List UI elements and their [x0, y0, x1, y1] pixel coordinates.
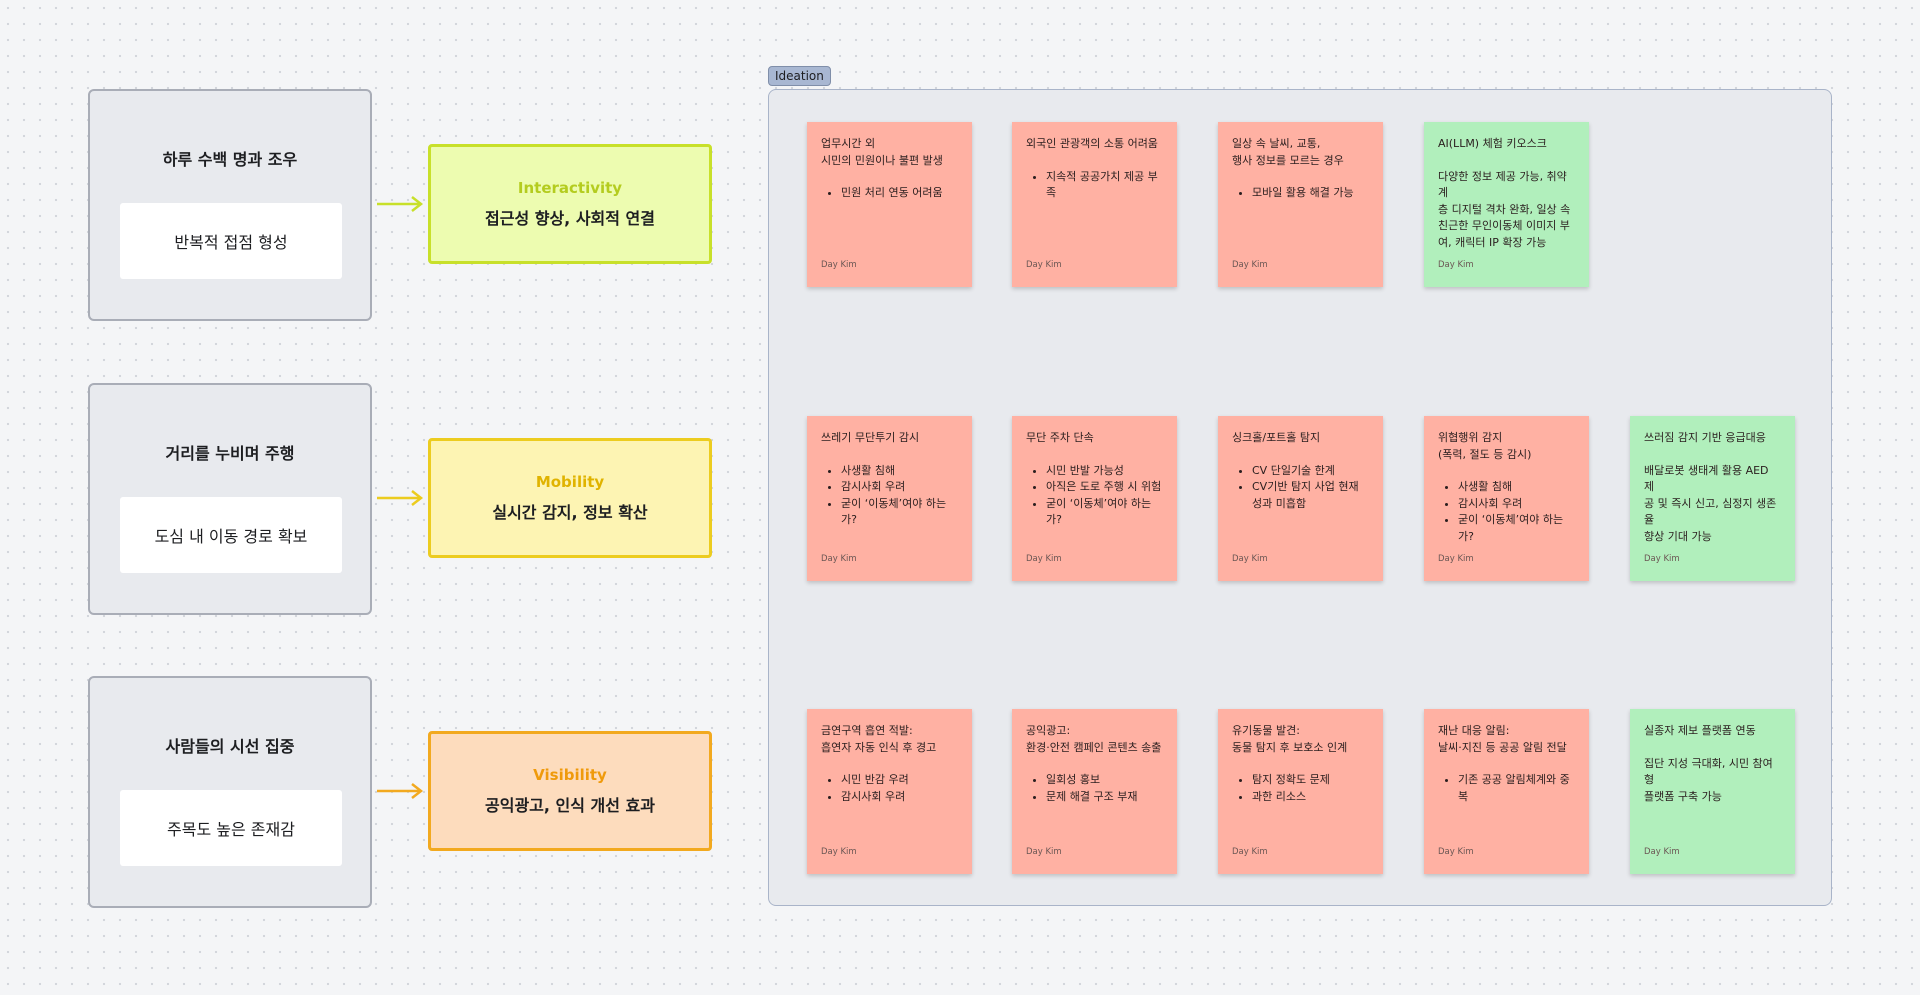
frame-inner-card[interactable]: 주목도 높은 존재감	[120, 790, 342, 866]
sticky-body: 다양한 정보 제공 가능, 취약계 층 디지털 격차 완화, 일상 속 친근한 …	[1438, 169, 1571, 249]
sticky-author: Day Kim	[1232, 846, 1268, 857]
sticky-author: Day Kim	[821, 553, 857, 564]
sticky-author: Day Kim	[1026, 846, 1062, 857]
sticky-note[interactable]: 쓰레기 무단투기 감시사생활 침해감시사회 우려굳이 ‘이동체’여야 하는가? D…	[807, 416, 972, 581]
sticky-bullet: 지속적 공공가치 제공 부족	[1046, 169, 1163, 202]
sticky-bullet: 감시사회 우려	[841, 789, 958, 806]
sticky-bullet: 일회성 홍보	[1046, 772, 1163, 789]
category-description: 공익광고, 인식 개선 효과	[485, 796, 655, 815]
sticky-bullet: 사생활 침해	[1458, 479, 1575, 496]
sticky-bullet-list: 시민 반발 가능성아직은 도로 주행 시 위험굳이 ‘이동체’여야 하는가?	[1026, 463, 1163, 529]
sticky-title: 유기동물 발견: 동물 탐지 후 보호소 인계	[1232, 724, 1348, 754]
sticky-bullet-list: 사생활 침해감시사회 우려굳이 ‘이동체’여야 하는가?	[1438, 479, 1575, 545]
frame-inner-card[interactable]: 반복적 접점 형성	[120, 203, 342, 279]
sticky-bullet: 굳이 ‘이동체’여야 하는가?	[1046, 496, 1163, 529]
sticky-title: 위협행위 감지 (폭력, 절도 등 감시)	[1438, 431, 1532, 461]
sticky-title: 실종자 제보 플랫폼 연동	[1644, 724, 1756, 737]
sticky-note[interactable]: 위협행위 감지 (폭력, 절도 등 감시) 사생활 침해감시사회 우려굳이 ‘이동…	[1424, 416, 1589, 581]
sticky-bullet-list: 일회성 홍보문제 해결 구조 부재	[1026, 772, 1163, 805]
sticky-bullet: 시민 반발 가능성	[1046, 463, 1163, 480]
sticky-note[interactable]: 재난 대응 알림: 날씨·지진 등 공공 알림 전달기존 공공 알림체계와 중복…	[1424, 709, 1589, 874]
category-description: 실시간 감지, 정보 확산	[492, 503, 648, 522]
sticky-author: Day Kim	[1644, 553, 1680, 564]
frame-title: 거리를 누비며 주행	[165, 444, 295, 463]
sticky-body: 집단 지성 극대화, 시민 참여형 플랫폼 구축 가능	[1644, 756, 1773, 803]
frame-card-visibility[interactable]: 사람들의 시선 집중 주목도 높은 존재감	[88, 676, 372, 908]
sticky-bullet: 문제 해결 구조 부재	[1046, 789, 1163, 806]
category-name: Visibility	[533, 766, 607, 784]
connector-arrow-mobility[interactable]	[375, 488, 425, 508]
sticky-note[interactable]: 업무시간 외 시민의 민원이나 불편 발생민원 처리 연동 어려움 Day Kim	[807, 122, 972, 287]
sticky-bullet-list: 탐지 정확도 문제과한 리소스	[1232, 772, 1369, 805]
sticky-author: Day Kim	[1026, 553, 1062, 564]
section-label-ideation[interactable]: Ideation	[768, 66, 831, 86]
sticky-note[interactable]: 일상 속 날씨, 교통, 행사 정보를 모르는 경우모바일 활용 해결 가능 Da…	[1218, 122, 1383, 287]
sticky-title: AI(LLM) 체험 키오스크	[1438, 137, 1547, 150]
sticky-bullet-list: 민원 처리 연동 어려움	[821, 185, 958, 202]
frame-card-mobility[interactable]: 거리를 누비며 주행 도심 내 이동 경로 확보	[88, 383, 372, 615]
sticky-bullet-list: CV 단일기술 한계CV기반 탐지 사업 현재 성과 미흡함	[1232, 463, 1369, 513]
sticky-author: Day Kim	[1232, 259, 1268, 270]
frame-card-interactivity[interactable]: 하루 수백 명과 조우 반복적 접점 형성	[88, 89, 372, 321]
frame-inner-card[interactable]: 도심 내 이동 경로 확보	[120, 497, 342, 573]
connector-arrow-visibility[interactable]	[375, 781, 425, 801]
sticky-bullet: 모바일 활용 해결 가능	[1252, 185, 1369, 202]
sticky-bullet: 아직은 도로 주행 시 위험	[1046, 479, 1163, 496]
sticky-title: 쓰레기 무단투기 감시	[821, 431, 920, 444]
sticky-bullet-list: 지속적 공공가치 제공 부족	[1026, 169, 1163, 202]
frame-title: 하루 수백 명과 조우	[162, 150, 298, 169]
sticky-author: Day Kim	[1644, 846, 1680, 857]
sticky-author: Day Kim	[1026, 259, 1062, 270]
sticky-title: 싱크홀/포트홀 탐지	[1232, 431, 1321, 444]
sticky-bullet: 탐지 정확도 문제	[1252, 772, 1369, 789]
sticky-bullet-list: 시민 반감 우려감시사회 우려	[821, 772, 958, 805]
frame-title: 사람들의 시선 집중	[165, 737, 295, 756]
sticky-bullet: 민원 처리 연동 어려움	[841, 185, 958, 202]
sticky-author: Day Kim	[821, 259, 857, 270]
category-name: Interactivity	[517, 179, 623, 197]
sticky-bullet: 감시사회 우려	[841, 479, 958, 496]
category-box-interactivity[interactable]: Interactivity 접근성 향상, 사회적 연결	[428, 144, 712, 264]
sticky-note[interactable]: 유기동물 발견: 동물 탐지 후 보호소 인계탐지 정확도 문제과한 리소스 Da…	[1218, 709, 1383, 874]
sticky-author: Day Kim	[821, 846, 857, 857]
sticky-note[interactable]: 싱크홀/포트홀 탐지 CV 단일기술 한계CV기반 탐지 사업 현재 성과 미흡함…	[1218, 416, 1383, 581]
sticky-author: Day Kim	[1438, 846, 1474, 857]
sticky-bullet: 시민 반감 우려	[841, 772, 958, 789]
category-box-visibility[interactable]: Visibility 공익광고, 인식 개선 효과	[428, 731, 712, 851]
sticky-title: 금연구역 흡연 적발: 흡연자 자동 인식 후 경고	[821, 724, 937, 754]
sticky-title: 일상 속 날씨, 교통, 행사 정보를 모르는 경우	[1232, 137, 1344, 167]
sticky-bullet: 굳이 ‘이동체’여야 하는가?	[841, 496, 958, 529]
sticky-title: 외국인 관광객의 소통 어려움	[1026, 137, 1158, 150]
sticky-bullet: 사생활 침해	[841, 463, 958, 480]
sticky-author: Day Kim	[1438, 553, 1474, 564]
sticky-bullet-list: 모바일 활용 해결 가능	[1232, 185, 1369, 202]
sticky-bullet: CV 단일기술 한계	[1252, 463, 1369, 480]
sticky-author: Day Kim	[1438, 259, 1474, 270]
sticky-note[interactable]: 공익광고: 환경·안전 캠페인 콘텐츠 송출일회성 홍보문제 해결 구조 부재 D…	[1012, 709, 1177, 874]
sticky-bullet: 감시사회 우려	[1458, 496, 1575, 513]
sticky-note[interactable]: 금연구역 흡연 적발: 흡연자 자동 인식 후 경고시민 반감 우려감시사회 우…	[807, 709, 972, 874]
sticky-bullet: 과한 리소스	[1252, 789, 1369, 806]
category-name: Mobility	[535, 473, 605, 491]
sticky-bullet-list: 기존 공공 알림체계와 중복	[1438, 772, 1575, 805]
sticky-title: 쓰러짐 감지 기반 응급대응	[1644, 431, 1766, 444]
sticky-bullet: CV기반 탐지 사업 현재 성과 미흡함	[1252, 479, 1369, 512]
sticky-author: Day Kim	[1232, 553, 1268, 564]
sticky-note[interactable]: 외국인 관광객의 소통 어려움지속적 공공가치 제공 부족 Day Kim	[1012, 122, 1177, 287]
sticky-body: 배달로봇 생태계 활용 AED 제 공 및 즉시 신고, 심정지 생존율 향상 …	[1644, 463, 1777, 543]
sticky-title: 무단 주차 단속	[1026, 431, 1094, 444]
connector-arrow-interactivity[interactable]	[375, 194, 425, 214]
sticky-title: 업무시간 외 시민의 민원이나 불편 발생	[821, 137, 943, 167]
sticky-note[interactable]: 무단 주차 단속시민 반발 가능성아직은 도로 주행 시 위험굳이 ‘이동체’여…	[1012, 416, 1177, 581]
category-description: 접근성 향상, 사회적 연결	[485, 209, 655, 228]
sticky-title: 공익광고: 환경·안전 캠페인 콘텐츠 송출	[1026, 724, 1162, 754]
category-box-mobility[interactable]: Mobility 실시간 감지, 정보 확산	[428, 438, 712, 558]
sticky-bullet: 기존 공공 알림체계와 중복	[1458, 772, 1575, 805]
sticky-bullet: 굳이 ‘이동체’여야 하는가?	[1458, 512, 1575, 545]
sticky-bullet-list: 사생활 침해감시사회 우려굳이 ‘이동체’여야 하는가?	[821, 463, 958, 529]
sticky-title: 재난 대응 알림: 날씨·지진 등 공공 알림 전달	[1438, 724, 1567, 754]
